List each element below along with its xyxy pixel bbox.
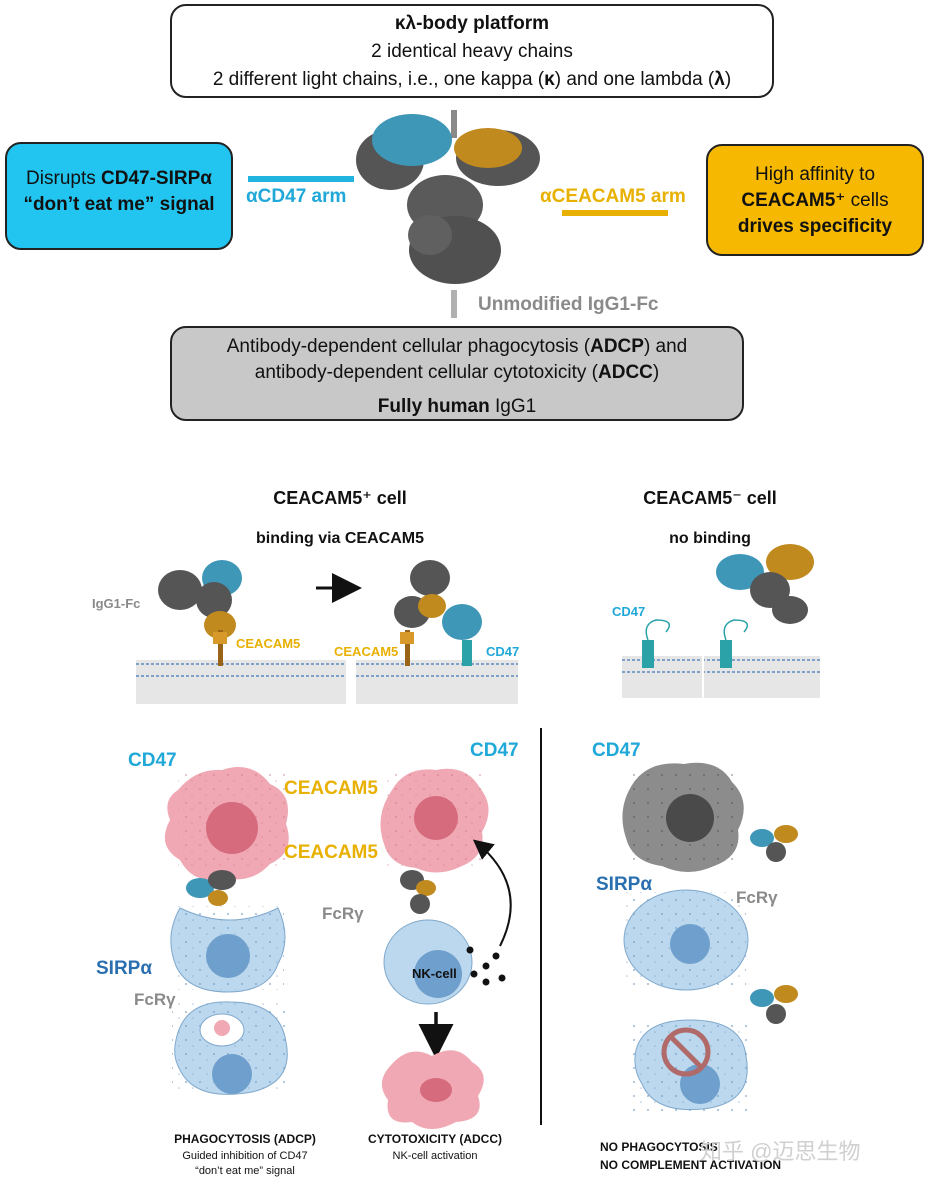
neg-cell-heading: CEACAM5⁻ cell (643, 488, 777, 508)
platform-box: κλ-body platform 2 identical heavy chain… (170, 4, 774, 98)
ceacam5-small-label-2: CEACAM5 (334, 644, 399, 659)
cd47-label-adcp: CD47 (128, 750, 177, 771)
nk-cell-label: NK-cell (412, 966, 457, 981)
pos-cell-subheading: binding via CEACAM5 (255, 530, 424, 547)
cd47-sirpa-box: Disrupts CD47-SIRPα “don’t eat me” signa… (5, 142, 233, 250)
sirpa-label-neg: SIRPα (596, 874, 653, 895)
antibody-unbound (716, 544, 814, 624)
ceacam5-label-1: CEACAM5 (284, 778, 378, 799)
cd47-label-neg: CD47 (592, 740, 641, 761)
antibody-free-2 (750, 985, 798, 1024)
cd47-label-adcc: CD47 (470, 740, 519, 761)
ceacam5-arm-label: αCEACAM5 arm (540, 186, 686, 207)
fc-connector (451, 290, 457, 318)
membranes (136, 656, 820, 704)
adcp-caption-2: “don’t eat me” signal (195, 1165, 295, 1177)
antibody-structure-large (356, 114, 540, 284)
sirpa-label-adcp: SIRPα (96, 958, 153, 979)
macrophage-no-phagocytosis (630, 1019, 750, 1112)
antibody-free-1 (750, 825, 798, 862)
antibody-bound-ceacam5-cd47 (394, 560, 482, 666)
activation-curve-arrow (472, 839, 512, 947)
fc-function-box: Antibody-dependent cellular phagocytosis… (170, 326, 744, 421)
macrophage-negative (623, 889, 749, 991)
neg-cell-subheading: no binding (669, 530, 751, 547)
granzyme-dots (466, 946, 506, 986)
watermark: 知乎 @迈思生物 (700, 1139, 861, 1164)
dying-tumor-cell (381, 1050, 484, 1129)
antibody-bound-ceacam5-1 (158, 560, 242, 666)
no-complement-label: NO COMPLEMENT ACTIVATION (600, 1158, 782, 1172)
adcc-caption: NK-cell activation (392, 1150, 478, 1162)
platform-line1: 2 identical heavy chains (371, 41, 573, 62)
ceacam5-small-label-1: CEACAM5 (236, 636, 301, 651)
ceacam5-label-2: CEACAM5 (284, 842, 378, 863)
antibody-adcc (400, 870, 436, 914)
fcr-label-adcc: FcRγ (322, 904, 364, 923)
right-box-line3: drives specificity (737, 216, 893, 237)
platform-line2: 2 different light chains, i.e., one kapp… (212, 69, 732, 90)
ceacam5-arm-line (562, 210, 668, 216)
nk-cell-shape (383, 919, 473, 1005)
right-box-line1: High affinity to (754, 164, 876, 185)
cd47-small-label-2: CD47 (612, 604, 646, 619)
igg1fc-label: IgG1-Fc (92, 596, 141, 611)
fcr-label-adcp: FcRγ (134, 990, 176, 1009)
adcp-caption-1: Guided inhibition of CD47 (182, 1150, 308, 1162)
fc-line3: Fully human IgG1 (377, 396, 537, 417)
adcc-title: CYTOTOXICITY (ADCC) (367, 1132, 502, 1146)
cd47-receptors-neg (642, 619, 749, 668)
antibody-adcp (186, 870, 236, 906)
pos-cell-heading: CEACAM5⁺ cell (273, 488, 407, 508)
tumor-cell-adcp (164, 767, 289, 880)
adcp-title: PHAGOCYTOSIS (ADCP) (174, 1132, 316, 1146)
phagocytosed-cell (172, 1001, 290, 1095)
left-box-line1: Disrupts CD47-SIRPα (26, 168, 212, 189)
tumor-cell-negative (622, 762, 744, 872)
tumor-cell-adcc (380, 768, 489, 873)
fcr-label-neg: FcRγ (736, 888, 778, 907)
macrophage (170, 906, 286, 993)
specificity-box: High affinity to CEACAM5⁺ cells drives s… (706, 144, 924, 256)
cd47-small-label-1: CD47 (486, 644, 520, 659)
left-box-line2: “don’t eat me” signal (23, 194, 215, 215)
fc-line1: Antibody-dependent cellular phagocytosis… (226, 336, 688, 357)
no-phagocytosis-label: NO PHAGOCYTOSIS (600, 1140, 718, 1154)
platform-connector (451, 110, 457, 138)
fc-line2: antibody-dependent cellular cytotoxicity… (254, 362, 660, 383)
cd47-arm-line (248, 176, 354, 182)
right-box-line2: CEACAM5⁺ cells (741, 190, 889, 211)
fc-arm-label: Unmodified IgG1-Fc (478, 294, 659, 315)
cd47-arm-label: αCD47 arm (246, 186, 347, 207)
platform-title: κλ-body platform (394, 13, 550, 34)
